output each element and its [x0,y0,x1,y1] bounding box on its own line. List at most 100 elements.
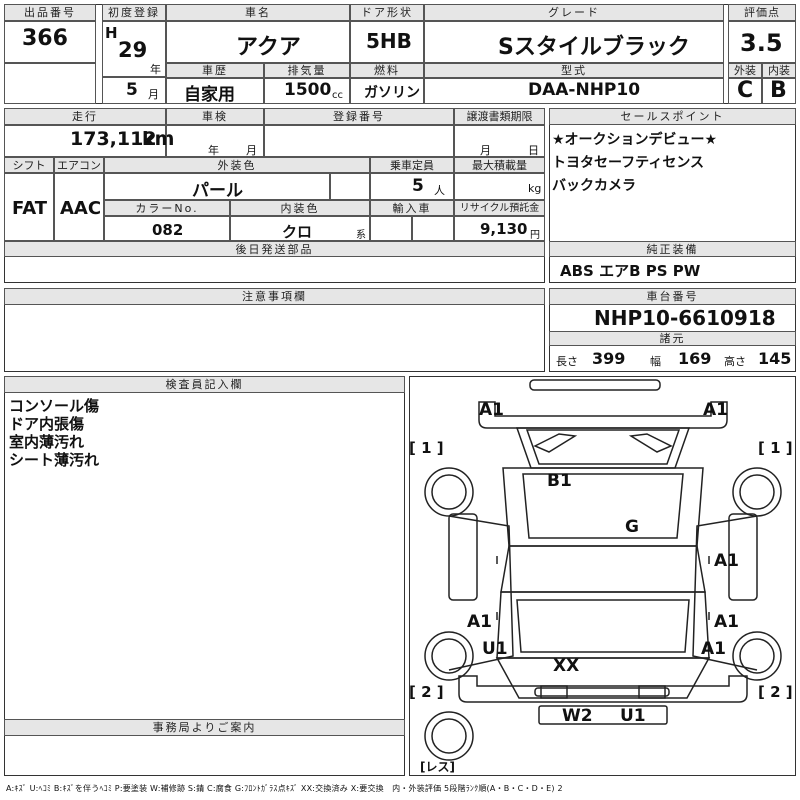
diagram-block [409,376,796,776]
len-label: 長さ [556,355,578,368]
capacity-cell [370,173,454,200]
color-no-cell [104,216,230,241]
reg-month-cell [102,77,166,104]
door-label: ドア形状 [350,4,424,21]
legend: A:ｷｽﾞ U:ﾍｺﾐ B:ｷｽﾞを伴うﾍｺﾐ P:要塗装 W:補修跡 S:錆 … [6,784,563,793]
ext-color-sub-cell [330,173,370,200]
sales-line: バックカメラ [552,178,636,194]
ext-score-cell [728,78,762,104]
damage-mark: A1 [703,400,728,420]
damage-mark: A1 [701,639,726,659]
recycle-unit: 円 [530,230,540,241]
car-name: アクア [236,35,301,60]
displacement: 1500 [284,80,332,100]
reg-month-unit: 月 [148,88,159,101]
damage-mark: A1 [714,551,739,571]
ac: AAC [60,198,102,219]
score-cell [728,21,796,63]
inspector-line: 室内薄汚れ [9,433,85,451]
sales-line: トヨタセーフティセンス [552,155,705,171]
damage-mark: W2 [562,706,593,726]
maxload-unit: kg [528,182,542,195]
notes-label: 注意事項欄 [4,288,545,305]
capacity: 5 [412,176,424,196]
damage-mark: XX [553,656,580,676]
damage-mark: A1 [714,612,739,632]
lot-blank-cell [4,63,96,104]
model: DAA-NHP10 [528,80,641,100]
bracket-left-2: [ 2 ] [409,683,444,701]
displacement-label: 排気量 [264,63,350,78]
shift-label: シフト [4,157,54,173]
door: 5HB [366,29,412,53]
recycle-cell [454,216,545,241]
equip-label: 純正装備 [549,241,796,257]
capacity-unit: 人 [434,184,445,197]
office-label: 事務局よりご案内 [4,719,405,736]
recycle: 9,130 [480,220,528,238]
transfer-cell [454,125,545,157]
shift: FAT [12,198,48,219]
transfer-day-unit: 日 [528,144,539,157]
ext-score-label: 外装 [728,63,762,78]
fuel-label: 燃料 [350,63,424,78]
car-name-label: 車名 [166,4,350,21]
damage-mark: U1 [482,639,508,659]
lot-no: 366 [22,26,68,51]
mileage-cell [4,125,166,157]
ac-label: エアコン [54,157,104,173]
reg-month: 5 [126,80,138,100]
grade-cell [424,21,724,63]
ext-score: C [737,78,754,103]
color-no-label: カラーNo. [104,200,230,216]
damage-mark: B1 [547,471,572,491]
lot-no-cell [4,21,96,63]
era: H [105,24,118,42]
ext-color-label: 外装色 [104,157,370,173]
displacement-cell [264,78,350,104]
spare-less: [レス] [420,760,455,774]
inspector-line: シート薄汚れ [9,451,100,469]
wid-label: 幅 [650,355,661,368]
history: 自家用 [184,85,235,105]
int-color-label: 内装色 [230,200,370,216]
spec-label: 諸元 [549,331,796,346]
hgt-label: 高さ [724,355,746,368]
chassis-label: 車台番号 [549,288,796,305]
reg-year: 29 [118,38,148,62]
score-label: 評価点 [728,4,796,21]
wid: 169 [678,349,712,368]
inspection-cell [166,125,264,157]
recycle-label: リサイクル預託金 [454,200,545,216]
grade: Sスタイルブラック [498,35,690,60]
bracket-right-1: [ 1 ] [758,439,793,457]
bracket-left-1: [ 1 ] [409,439,444,457]
int-score: B [770,78,787,103]
model-label: 型式 [424,63,724,78]
inspector-line: ドア内張傷 [9,415,85,433]
maxload-cell [454,173,545,200]
import-cell [370,216,412,241]
capacity-label: 乗車定員 [370,157,454,173]
ext-color: パール [192,181,243,201]
mileage-label: 走行 [4,108,166,125]
ac-cell [54,173,104,241]
int-color: クロ [282,223,313,241]
color-no: 082 [152,221,184,239]
score: 3.5 [740,29,783,57]
lot-no-label: 出品番号 [4,4,96,21]
door-cell [350,21,424,63]
inspection-label: 車検 [166,108,264,125]
sales-label: セールスポイント [549,108,796,125]
reg-year-unit: 年 [150,63,161,76]
car-name-cell [166,21,350,63]
history-cell [166,78,264,104]
shift-cell [4,173,54,241]
int-score-label: 内装 [762,63,796,78]
len: 399 [592,349,626,368]
damage-mark: A1 [479,400,504,420]
grade-label: グレード [424,4,724,21]
int-color-cell [230,216,370,241]
later-parts-label: 後日発送部品 [4,241,545,257]
equip: ABS エアB PS PW [560,262,701,280]
